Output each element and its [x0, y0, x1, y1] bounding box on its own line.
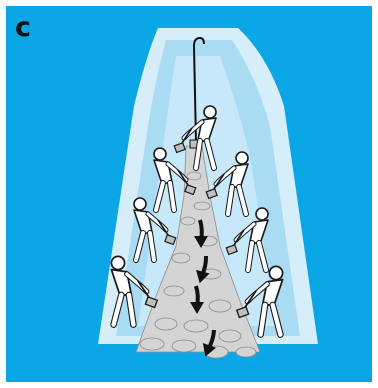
panel-label: c	[15, 14, 31, 41]
illustration	[6, 6, 372, 382]
